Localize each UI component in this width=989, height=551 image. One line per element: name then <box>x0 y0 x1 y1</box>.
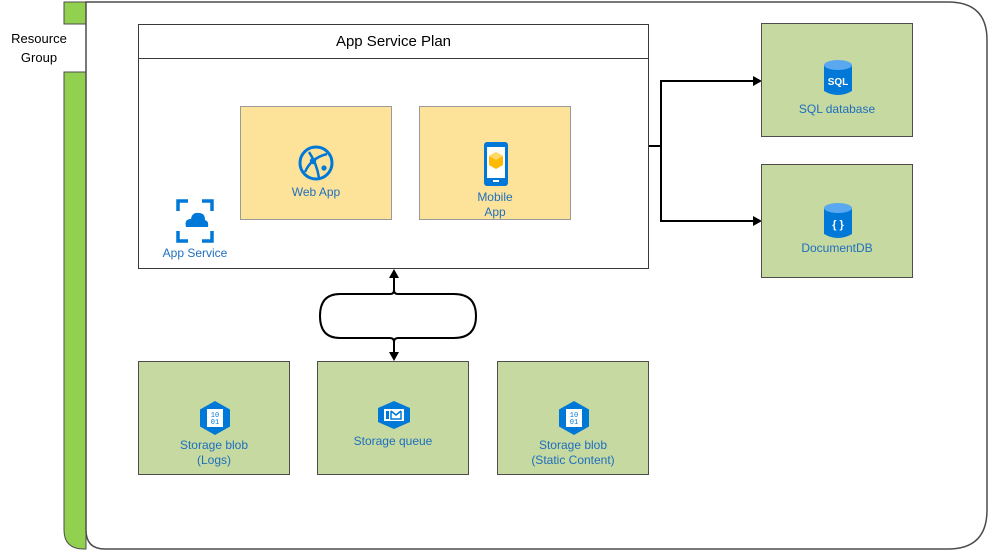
storage-blob-static-label: Storage blob (Static Content) <box>531 438 615 467</box>
documentdb-icon-text: { } <box>832 219 844 231</box>
mobile-app-label: Mobile App <box>477 190 513 219</box>
arrow-head-sql <box>753 76 762 86</box>
queue-loop-connector <box>318 276 478 355</box>
sql-database-box: SQL SQL database <box>761 23 913 137</box>
app-service-label: App Service <box>162 246 228 260</box>
resource-group-bar-bottom <box>63 71 87 550</box>
arrow-head-documentdb <box>753 216 762 226</box>
sql-icon-text: SQL <box>828 77 849 88</box>
svg-text:01: 01 <box>570 419 578 427</box>
arrow-head-down <box>389 352 399 361</box>
web-app-box: Web App <box>240 106 392 220</box>
app-service-icon <box>176 199 214 243</box>
arrow-to-documentdb <box>660 146 756 222</box>
web-app-label: Web App <box>291 185 341 199</box>
web-app-icon <box>298 145 334 181</box>
storage-blob-icon: 10 01 <box>559 401 589 435</box>
storage-blob-logs-label: Storage blob (Logs) <box>179 438 249 467</box>
storage-queue-icon <box>378 401 410 429</box>
storage-queue-box: Storage queue <box>317 361 469 475</box>
storage-blob-icon: 10 01 <box>200 401 230 435</box>
svg-text:10: 10 <box>211 412 219 420</box>
storage-blob-logs-box: 10 01 Storage blob (Logs) <box>138 361 290 475</box>
storage-blob-static-box: 10 01 Storage blob (Static Content) <box>497 361 649 475</box>
mobile-app-box: Mobile App <box>419 106 571 220</box>
documentdb-label: DocumentDB <box>801 241 873 255</box>
app-service-plan: App Service Plan <box>138 24 649 269</box>
mobile-app-icon <box>484 142 508 186</box>
resource-group-label: Resource Group <box>11 31 67 65</box>
sql-database-icon: SQL <box>824 60 852 95</box>
arrow-head-up <box>389 269 399 278</box>
storage-queue-label: Storage queue <box>353 434 433 448</box>
sql-database-label: SQL database <box>798 102 876 116</box>
plan-title: App Service Plan <box>139 25 648 59</box>
documentdb-box: { } DocumentDB <box>761 164 913 278</box>
svg-text:01: 01 <box>211 419 219 427</box>
resource-group-bar-top <box>63 1 87 25</box>
svg-text:10: 10 <box>570 412 578 420</box>
arrow-to-sql <box>649 80 756 147</box>
documentdb-icon: { } <box>824 203 852 238</box>
